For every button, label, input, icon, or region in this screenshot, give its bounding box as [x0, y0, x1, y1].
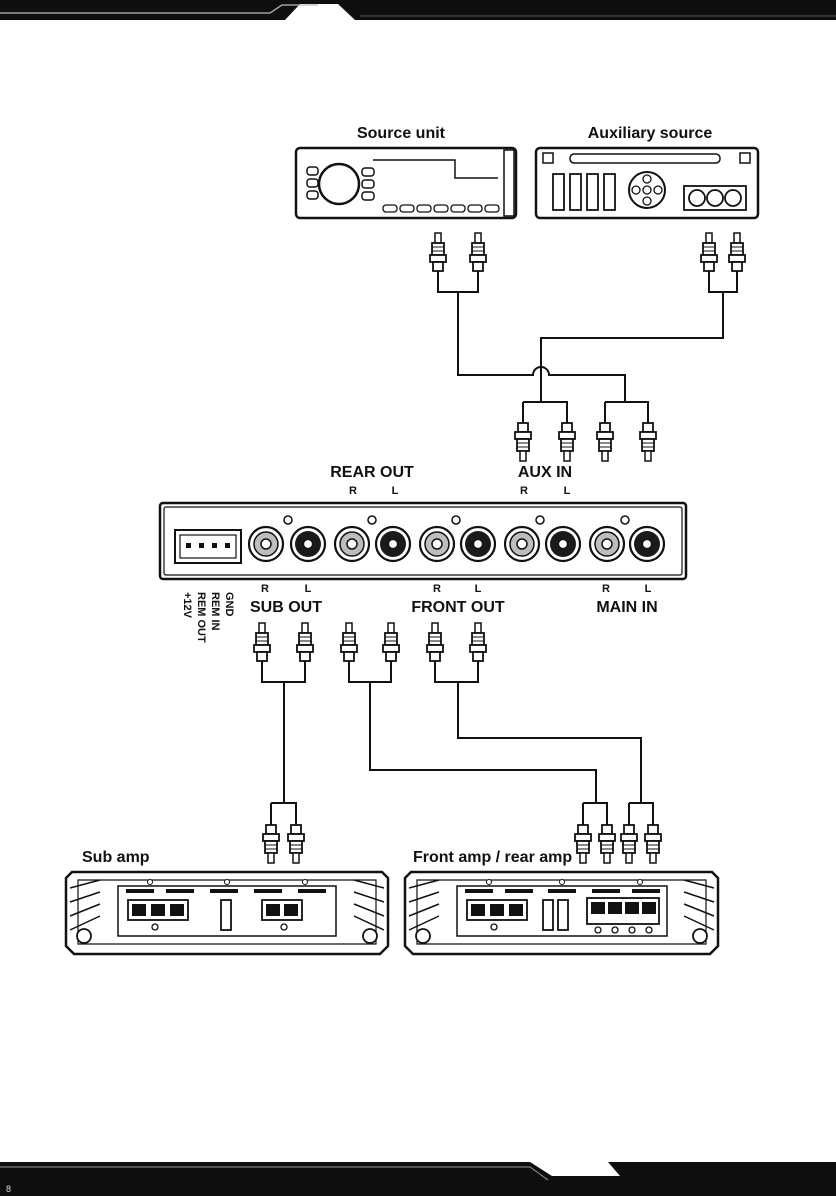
- auxiliary-source-device: [536, 148, 758, 218]
- gnd-label: GND: [223, 592, 235, 617]
- main-in-l-label: L: [645, 583, 652, 595]
- aux-in-l-label: L: [564, 485, 571, 497]
- main-in-label: MAIN IN: [596, 599, 657, 616]
- source-unit-label: Source unit: [357, 125, 446, 142]
- auxiliary-source-label: Auxiliary source: [588, 125, 713, 142]
- front-rear-amp-device: [405, 872, 718, 954]
- aux-in-label: AUX IN: [518, 464, 572, 481]
- sub-out-l-label: L: [305, 583, 312, 595]
- rear-out-r-label: R: [349, 485, 357, 497]
- page-number: 8: [6, 1184, 11, 1194]
- sub-amp-device: [66, 872, 388, 954]
- front-out-r-label: R: [433, 583, 441, 595]
- aux-in-r-label: R: [520, 485, 528, 497]
- plus-12v-label: +12V: [181, 592, 193, 619]
- rear-out-label: REAR OUT: [330, 464, 414, 481]
- source-unit-device: [296, 148, 516, 218]
- sub-out-r-label: R: [261, 583, 269, 595]
- main-in-r-label: R: [602, 583, 610, 595]
- rem-in-label: REM IN: [209, 592, 221, 631]
- header-bar: [0, 0, 836, 20]
- sub-out-label: SUB OUT: [250, 599, 322, 616]
- processor-unit: [160, 503, 686, 579]
- rem-out-label: REM OUT: [195, 592, 207, 643]
- rear-out-l-label: L: [392, 485, 399, 497]
- front-out-l-label: L: [475, 583, 482, 595]
- input-cables: [430, 233, 745, 461]
- sub-amp-label: Sub amp: [82, 849, 150, 866]
- power-terminal-labels: GND REM IN REM OUT +12V: [181, 592, 235, 643]
- output-cables: [254, 623, 661, 863]
- front-out-label: FRONT OUT: [411, 599, 505, 616]
- footer-bar: 8: [0, 1162, 836, 1196]
- front-rear-amp-label: Front amp / rear amp: [413, 849, 572, 866]
